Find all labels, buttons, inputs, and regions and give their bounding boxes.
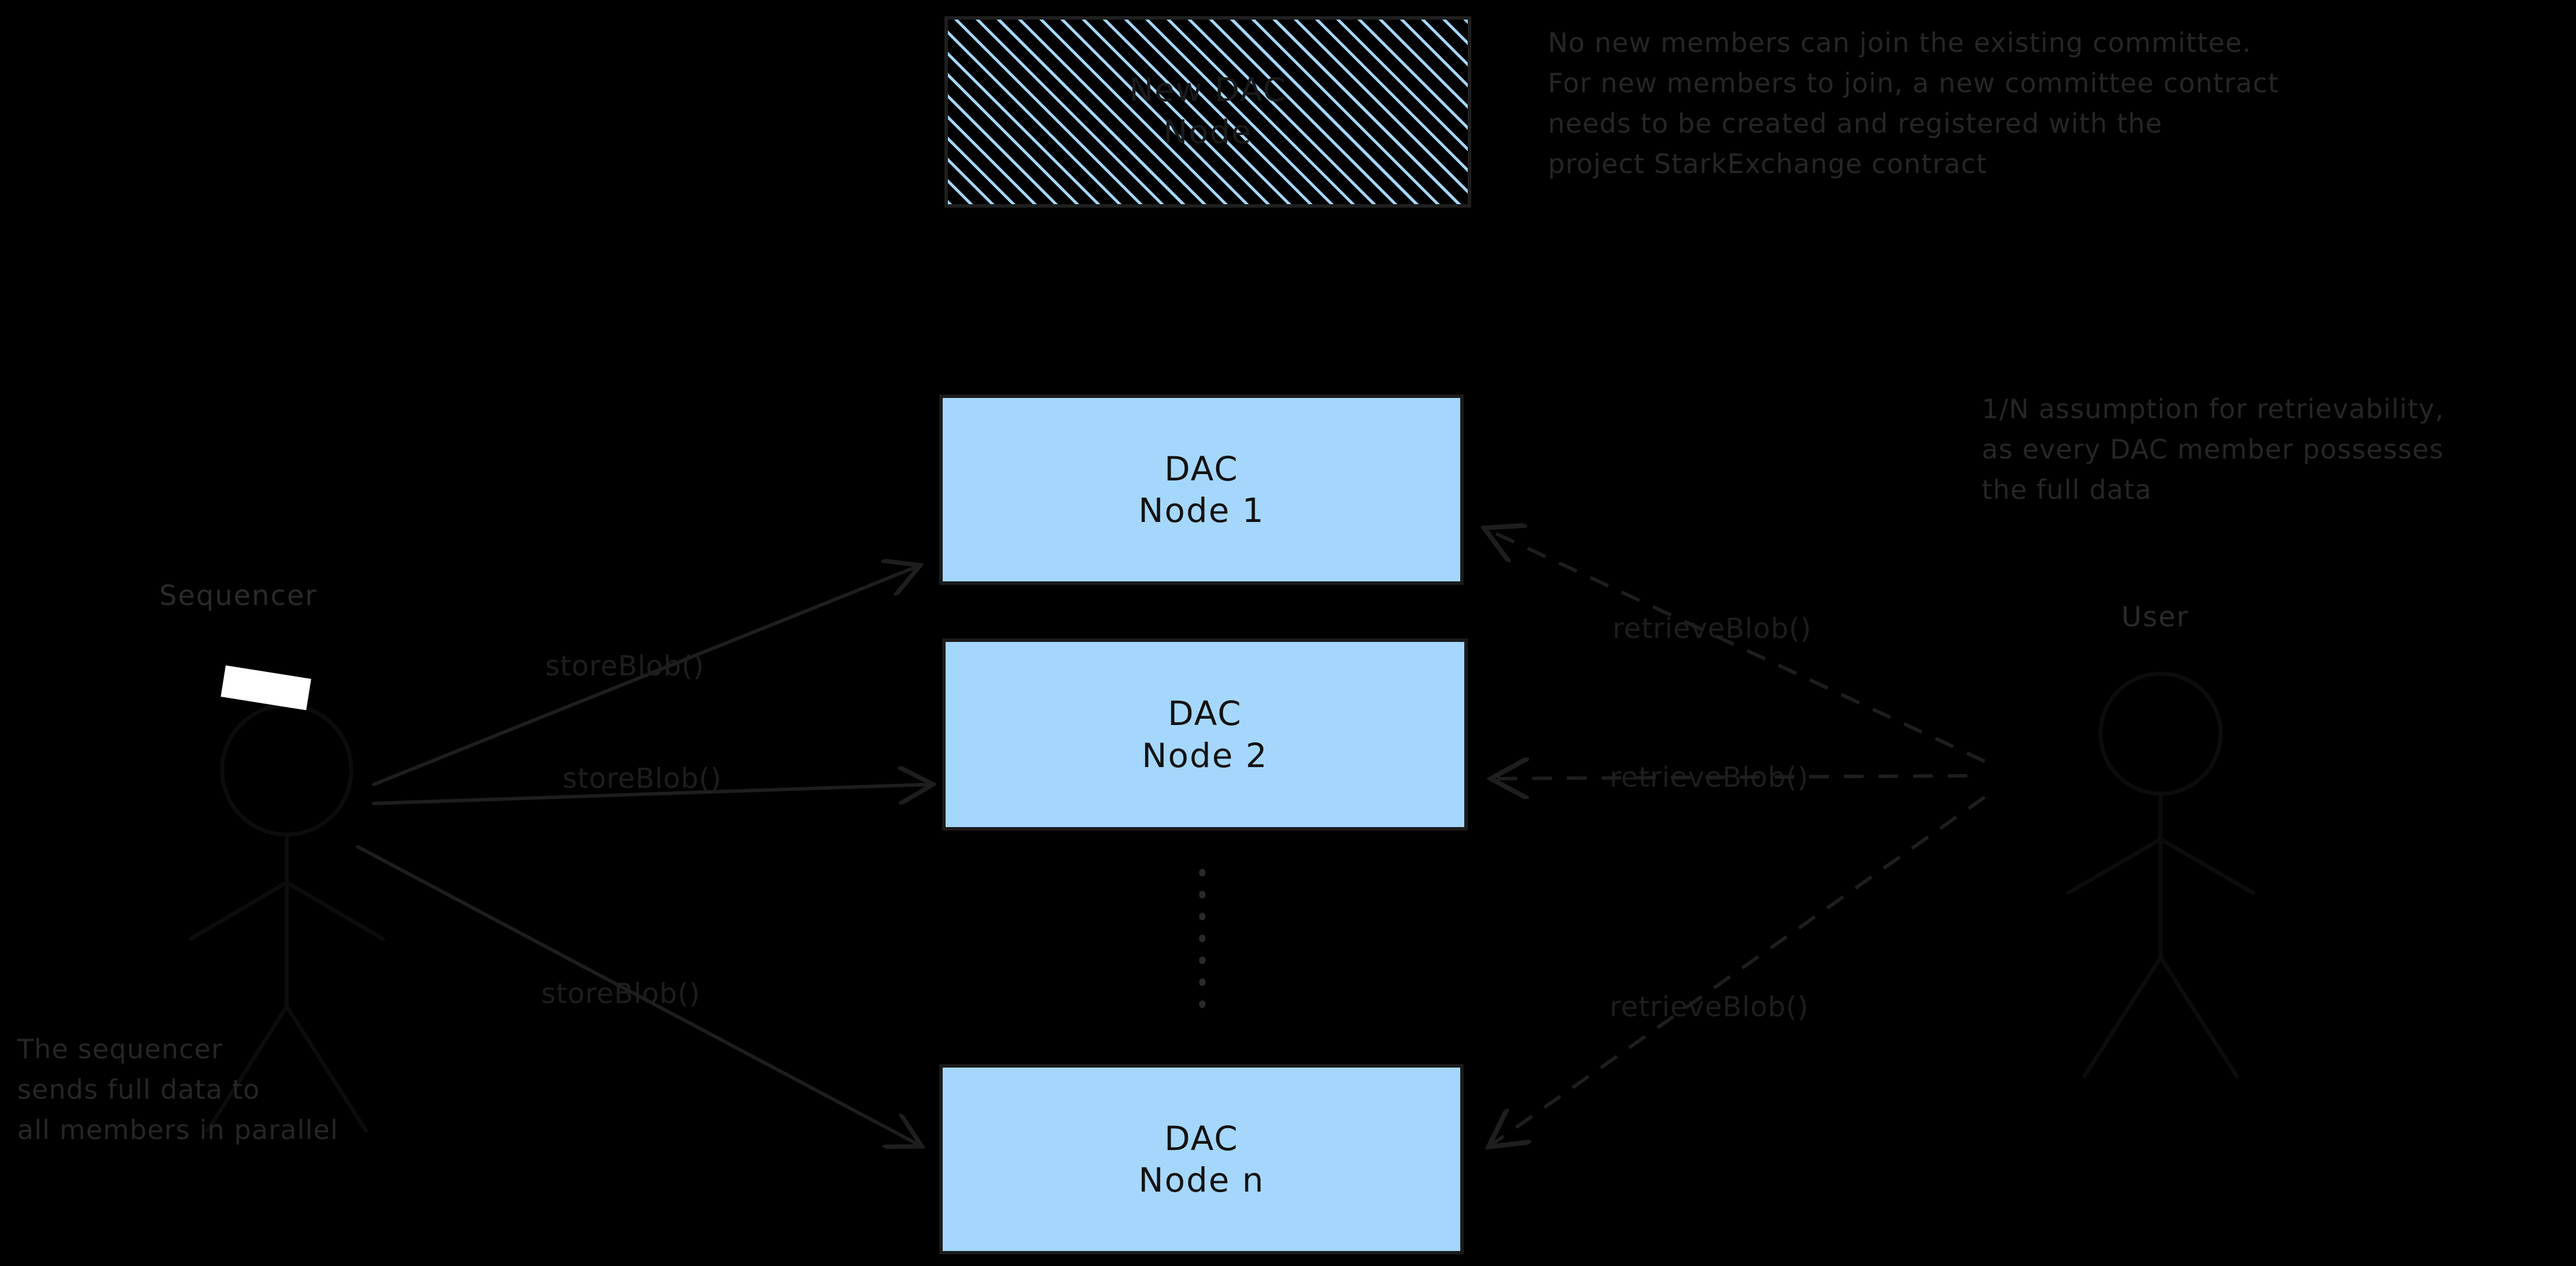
dac-node-n-line2: Node n [1138, 1160, 1265, 1200]
sequencer-label: Sequencer [159, 580, 318, 612]
edge-label-store-1: storeBlob() [545, 650, 704, 682]
dac-node-2-box[interactable]: DAC Node 2 [942, 638, 1468, 831]
dac-node-n-box[interactable]: DAC Node n [939, 1064, 1464, 1254]
edge-retrieve-n [1491, 795, 1986, 1145]
note-committee: No new members can join the existing com… [1548, 27, 2279, 179]
user-actor-icon [2066, 671, 2255, 1079]
note-retrievability: 1/N assumption for retrievability, as ev… [1982, 393, 2444, 505]
edge-store-2 [372, 784, 930, 805]
note-sequencer-parallel: The sequencer sends full data to all mem… [17, 1034, 339, 1145]
edge-label-retrieve-1: retrieveBlob() [1613, 613, 1812, 645]
new-dac-node-box[interactable]: New DAC Node [944, 16, 1471, 208]
dac-node-n-line1: DAC [1164, 1118, 1239, 1158]
new-dac-node-line2: Node [1163, 114, 1253, 151]
edge-store-1 [372, 566, 917, 786]
edge-store-n [356, 845, 919, 1145]
edge-retrieve-1 [1487, 529, 1986, 763]
edge-label-store-2: storeBlob() [563, 762, 722, 795]
retrieve-blob-edges [1487, 529, 1986, 1145]
edge-retrieve-2 [1494, 776, 1968, 779]
edge-label-retrieve-2: retrieveBlob() [1610, 761, 1809, 794]
new-dac-node-line1: New DAC [1129, 72, 1287, 110]
user-label: User [2121, 601, 2189, 633]
dac-node-2-line2: Node 2 [1142, 735, 1268, 775]
dac-node-2-line1: DAC [1168, 694, 1242, 733]
edge-label-retrieve-n: retrieveBlob() [1610, 991, 1809, 1023]
edge-label-store-n: storeBlob() [541, 978, 700, 1010]
store-blob-edges [356, 566, 930, 1145]
dac-node-1-line1: DAC [1164, 449, 1239, 489]
dac-node-1-box[interactable]: DAC Node 1 [939, 395, 1464, 585]
dac-node-1-line2: Node 1 [1138, 491, 1265, 530]
